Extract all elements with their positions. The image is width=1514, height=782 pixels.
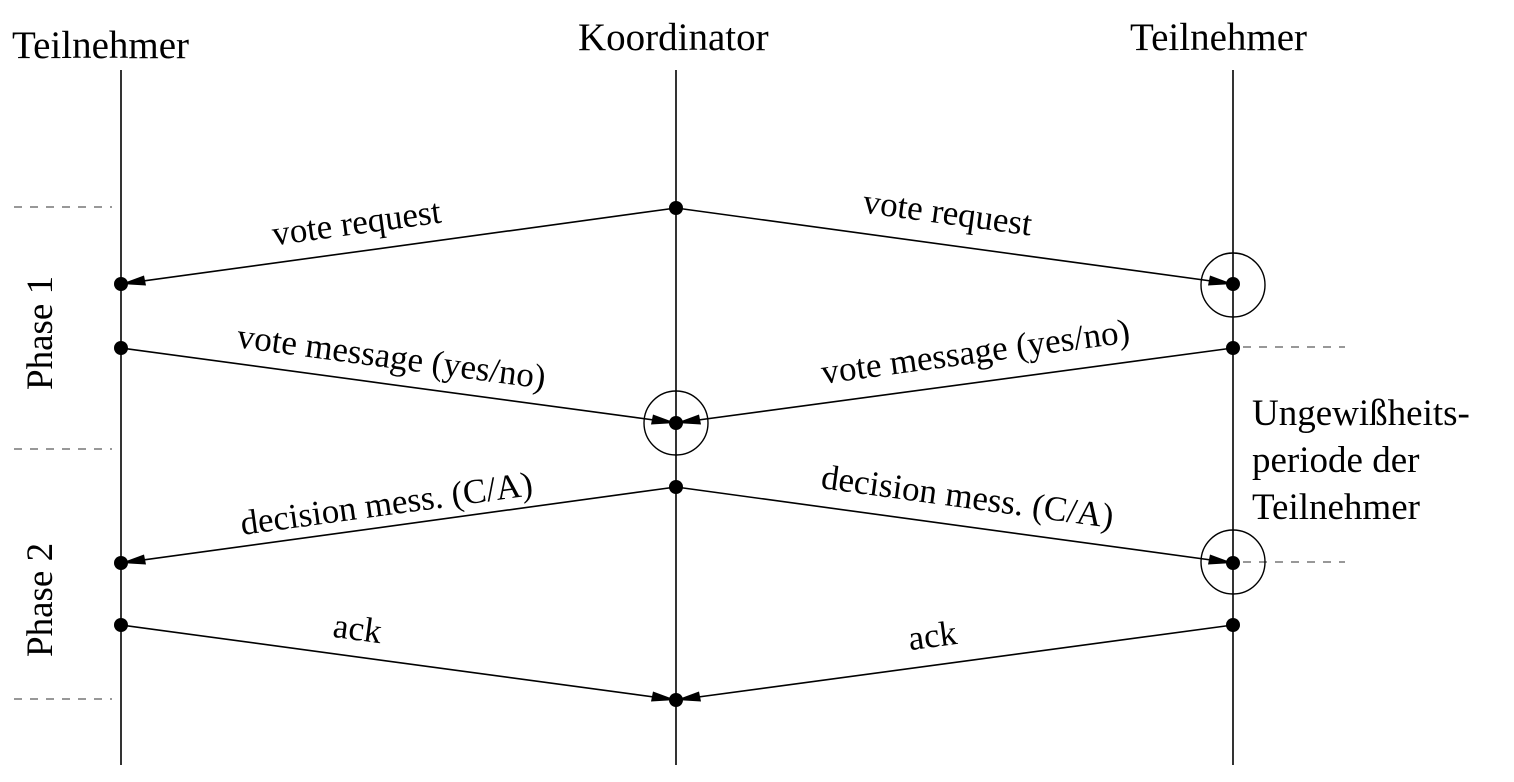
event-dot <box>114 618 128 632</box>
uncertainty-note-line-3: Teilnehmer <box>1252 487 1420 528</box>
participant-coordinator-label: Koordinator <box>578 16 769 59</box>
event-dot <box>669 416 683 430</box>
uncertainty-ring-decision <box>1200 529 1266 595</box>
message-label-ack-right: ack <box>906 613 960 658</box>
event-dot <box>669 693 683 707</box>
uncertainty-ring-vote-collect <box>643 390 709 456</box>
event-dot <box>1226 277 1240 291</box>
event-dot <box>1226 618 1240 632</box>
event-dot <box>114 556 128 570</box>
message-label-decision-left: decision mess. (C/A) <box>238 464 535 543</box>
event-dot <box>669 480 683 494</box>
phase-1-label: Phase 1 <box>20 276 61 390</box>
message-label-vote-request-right: vote request <box>861 182 1035 244</box>
event-dot <box>1226 556 1240 570</box>
message-label-ack-left: ack <box>331 606 385 651</box>
message-ack-left <box>120 624 677 702</box>
uncertainty-note-line-2: periode der <box>1252 440 1419 481</box>
event-dot <box>114 341 128 355</box>
participant-left-label: Teilnehmer <box>12 24 189 67</box>
message-label-decision-right: decision mess. (C/A) <box>819 457 1116 536</box>
uncertainty-note-line-1: Ungewißheits- <box>1252 393 1470 434</box>
event-dot <box>114 277 128 291</box>
participant-right-label: Teilnehmer <box>1130 16 1307 59</box>
event-dot <box>1226 341 1240 355</box>
message-label-vote-right: vote message (yes/no) <box>819 311 1132 391</box>
phase-2-label: Phase 2 <box>20 543 61 657</box>
event-dot <box>669 201 683 215</box>
uncertainty-ring-vote-request <box>1200 252 1266 318</box>
